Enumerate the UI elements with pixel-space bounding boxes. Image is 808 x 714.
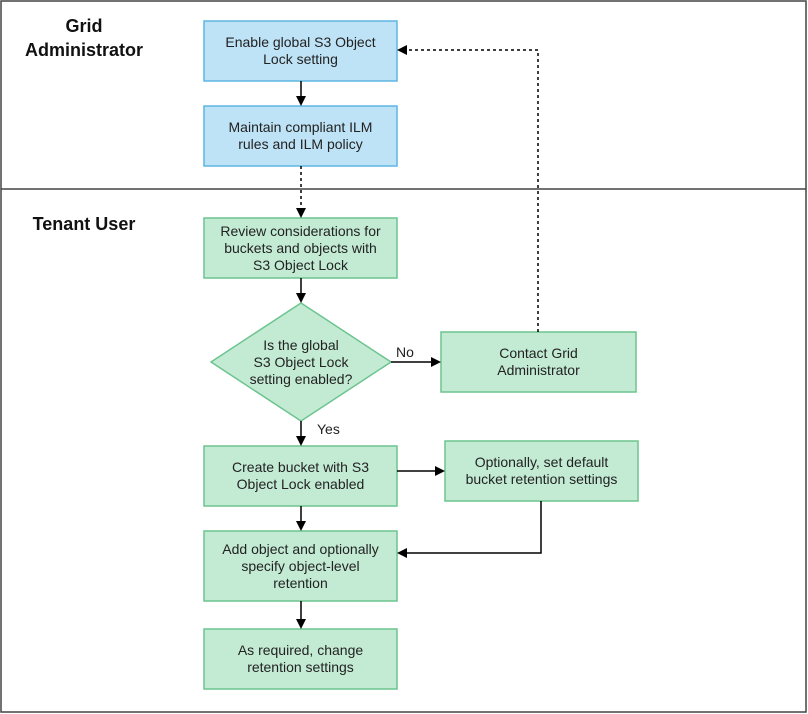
- node-enable-lock-box: [203, 20, 398, 82]
- node-create-bucket: Create bucket with S3 Object Lock enable…: [232, 459, 369, 492]
- node-default-retention-box: [444, 440, 639, 502]
- node-review-box: [203, 217, 398, 279]
- arrow-default-retention-to-add-object: [397, 501, 542, 558]
- lane-label-admin: Grid Administrator: [24, 16, 143, 60]
- node-add-object: Add object and optionally specify object…: [222, 540, 379, 591]
- arrow-contact-to-enable: [397, 45, 539, 332]
- node-decision: Is the global S3 Object Lock setting ena…: [249, 336, 353, 387]
- node-contact-admin-box: [440, 331, 637, 393]
- edge-label-no: No: [396, 344, 414, 360]
- node-add-object-box: [203, 530, 398, 602]
- node-review: Review considerations for buckets and ob…: [220, 222, 381, 273]
- node-change-retention-box: [203, 628, 398, 690]
- node-maintain-ilm: Maintain compliant ILM rules and ILM pol…: [228, 119, 373, 152]
- node-enable-lock: Enable global S3 Object Lock setting: [225, 34, 376, 67]
- node-change-retention: As required, change retention settings: [237, 642, 364, 675]
- node-contact-admin: Contact Grid Administrator: [497, 345, 580, 378]
- node-default-retention: Optionally, set default bucket retention…: [465, 454, 618, 487]
- lane-label-tenant: Tenant User: [32, 214, 136, 234]
- edge-label-yes: Yes: [317, 421, 340, 437]
- node-create-bucket-box: [203, 445, 398, 507]
